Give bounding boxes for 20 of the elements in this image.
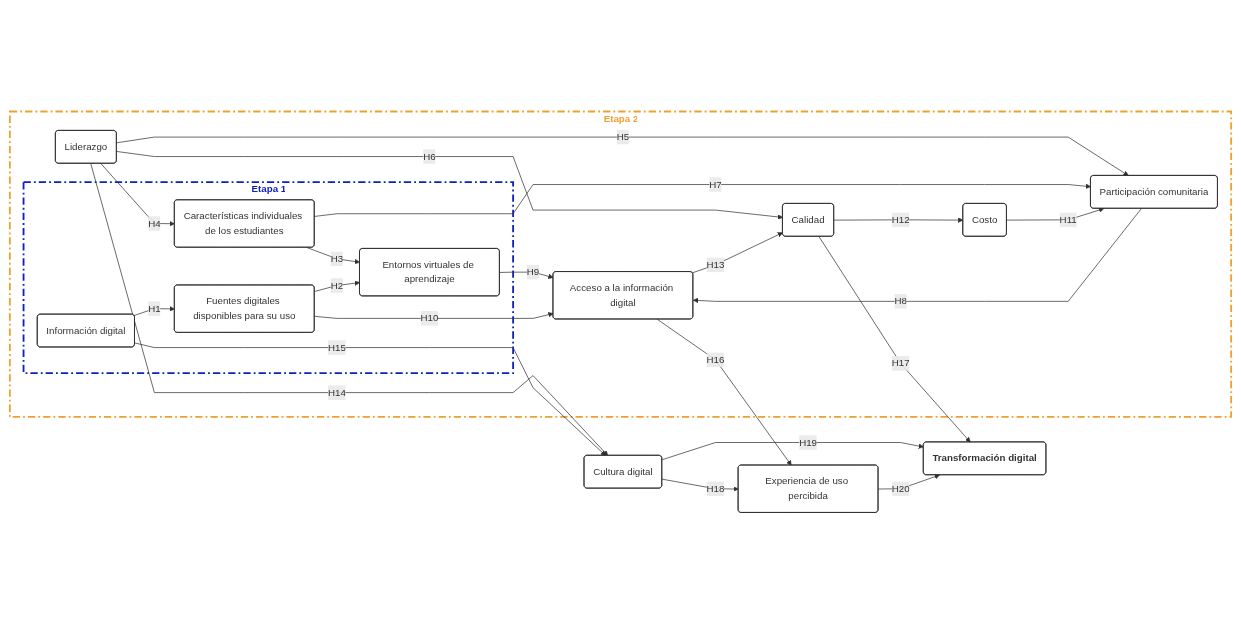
edge-label: H13 — [706, 259, 725, 270]
edge-label: H1 — [148, 303, 161, 314]
edge-label: H5 — [616, 131, 630, 142]
edge-label: H20 — [891, 483, 910, 494]
edge-label: H14 — [327, 387, 346, 398]
edge-label: H4 — [148, 218, 161, 229]
edge-label: H15 — [327, 342, 346, 353]
edge-label: H9 — [526, 266, 540, 278]
edge-label: H18 — [706, 483, 725, 494]
edge-label: H12 — [891, 214, 910, 225]
edge-label: H2 — [330, 280, 344, 291]
edge-label: H19 — [799, 437, 817, 448]
edge-label: H3 — [330, 253, 344, 264]
edge-label: H6 — [423, 151, 436, 162]
edge-label: H11 — [1059, 214, 1077, 225]
edge-label: H8 — [894, 295, 907, 307]
edge-label: H7 — [709, 179, 722, 190]
edge-label: H17 — [891, 357, 910, 369]
edge-label: H16 — [706, 354, 725, 365]
edge-label: H10 — [420, 312, 439, 324]
